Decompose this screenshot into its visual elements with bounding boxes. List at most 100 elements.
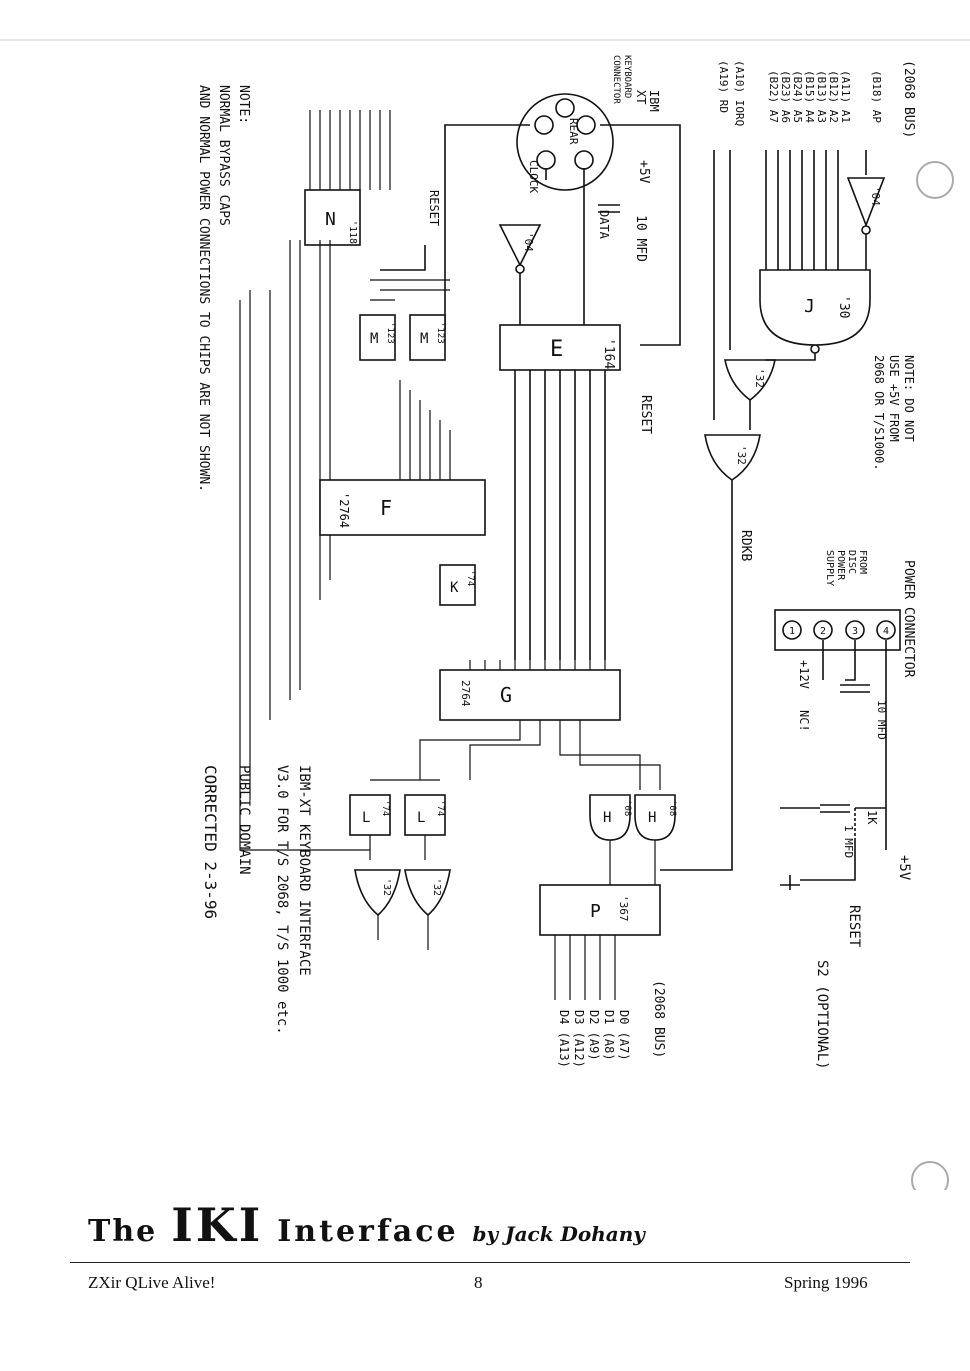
svg-text:'74: '74 [465,570,475,586]
chip-label-e: E [550,337,563,362]
chips-h-08: H H '08 '08 [589,794,677,885]
power-from: POWER [835,550,846,581]
chip-label-h: H [648,810,656,826]
note-top-line: NOTE: DO NOT [902,355,916,442]
bus-top-section: (2068 BUS) (B18) AP (A11) A1 (B12) A2 (B… [660,60,916,871]
plus5v-label: +5V [636,160,651,184]
rdkb-label: RDKB [738,530,753,561]
power-from: FROM [857,550,868,574]
svg-text:'32: '32 [735,445,748,465]
chip-g-2764: G 2764 [419,660,661,790]
gate-j-30 [759,269,871,346]
chip-k-74: K '74 [439,564,476,606]
data-out: D3 (A12) [572,1010,586,1068]
svg-text:'2764: '2764 [337,492,351,528]
note-main-line: AND NORMAL POWER CONNECTIONS TO CHIPS AR… [196,85,211,492]
s2-label: S2 (OPTIONAL) [814,960,830,1070]
svg-text:4: 4 [883,626,889,637]
binder-hole-top [916,161,954,199]
chip-e-164: E '164 RESET [499,324,653,660]
note-top-line: USE +5V FROM [887,355,901,442]
page-number: 8 [474,1273,483,1292]
power-connector: POWER CONNECTOR FROM DISC POWER SUPPLY 1… [774,550,916,1070]
svg-text:'164: '164 [601,338,616,369]
svg-text:1: 1 [789,626,795,637]
inverter-d-mid [498,224,542,267]
plus5-label: +5V [896,855,912,881]
bus-signal: (B15) A4 [803,70,816,123]
svg-text:'30: '30 [836,295,851,318]
res1k-label: 1K [865,810,879,825]
chip-p-367: P '367 D0 (A7) D1 (A8) D2 (A9) D3 (A12) … [539,884,666,1068]
svg-text:2: 2 [820,626,826,637]
bus-label-bottom: (2068 BUS) [651,980,666,1058]
kbd-conn-line: XT [634,90,648,104]
note-top-line: 2068 OR T/S1000. [872,355,886,471]
chip-label-j: J [804,296,815,317]
chip-label-l: L [417,810,425,826]
bus-signal: (B24) A5 [791,70,804,123]
svg-text:3: 3 [852,626,858,637]
byline: by Jack Dohany [472,1222,645,1246]
svg-text:'74: '74 [380,800,390,816]
caption-line: IBM-XT KEYBOARD INTERFACE [296,765,312,976]
bus-label-top: (2068 BUS) [901,60,916,138]
note-main-title: NOTE: [236,85,251,124]
svg-text:'367: '367 [617,895,630,922]
keyboard-connector: REAR IBM XT KEYBOARD CONNECTOR DATA CLOC… [444,55,681,346]
chip-label-m: M [370,331,378,347]
chip-label-p: P [590,901,601,922]
svg-text:2764: 2764 [459,680,472,707]
svg-text:'04: '04 [522,232,535,252]
bus-signal: (B23) A6 [779,70,792,123]
svg-text:'08: '08 [667,800,677,816]
bus-signal: (A19) RD [717,60,730,113]
bus-signal: (A11) A1 [839,70,852,123]
svg-text:'123: '123 [435,322,445,344]
caption-line: V3.0 FOR T/S 2068, T/S 1000 etc. [274,765,290,1035]
bus-signal: (B12) A2 [827,70,840,123]
data-out: D4 (A13) [557,1010,571,1068]
nc-label: NC! [797,710,811,732]
cap10-label: 10 MFD [633,215,648,262]
chip-label-l: L [362,810,370,826]
bus-signal: (B13) A3 [815,70,828,123]
svg-text:'32: '32 [753,368,766,388]
kbd-conn-line: IBM [647,90,661,112]
schematic-diagram: (2068 BUS) (B18) AP (A11) A1 (B12) A2 (B… [0,39,970,1190]
data-out: D0 (A7) [617,1010,631,1061]
rear-label: REAR [567,118,580,145]
reset-label-n: RESET [427,190,441,226]
svg-text:'32: '32 [381,878,392,896]
title-iki: IKI [171,1198,264,1252]
title-the: The [88,1214,158,1249]
power-title: POWER CONNECTOR [901,560,916,678]
article-title: The IKI Interface by Jack Dohany [88,1198,908,1252]
caption-line: PUBLIC DOMAIN [236,765,252,875]
svg-text:'08: '08 [622,800,632,816]
kbd-conn-line: CONNECTOR [611,55,621,104]
cap10-power: 10 MFD [875,700,888,740]
inverter-d-top [846,177,886,228]
page-footer: ZXir QLive Alive! 8 Spring 1996 [70,1262,910,1303]
chips-l-74: L L '74 '74 [349,779,446,860]
v12-label: +12V [797,660,811,689]
power-from: SUPPLY [824,550,835,586]
binder-hole-bottom [911,1161,949,1190]
bus-signal: (B22) A7 [767,70,780,123]
chip-label-n: N [325,209,336,230]
chips-m-123: M M '123 '123 [359,279,450,361]
title-interface: Interface [277,1214,459,1249]
clock-label: CLOCK [527,160,540,193]
svg-text:'123: '123 [385,322,395,344]
gates-q-32-bottom: '32 '32 [354,869,451,950]
bus-signal: (B18) AP [870,70,883,123]
chip-n-118: N '118 RESET [304,110,441,271]
chip-label-g: G [500,683,512,707]
note-main-line: NORMAL BYPASS CAPS [216,85,231,226]
footer-publication: ZXir QLive Alive! [88,1273,216,1292]
caption-line: CORRECTED 2-3-96 [201,765,220,919]
gate-q-32-bottom [704,434,761,481]
kbd-conn-line: KEYBOARD [622,55,632,98]
chip-f-2764: F '2764 [319,479,486,536]
